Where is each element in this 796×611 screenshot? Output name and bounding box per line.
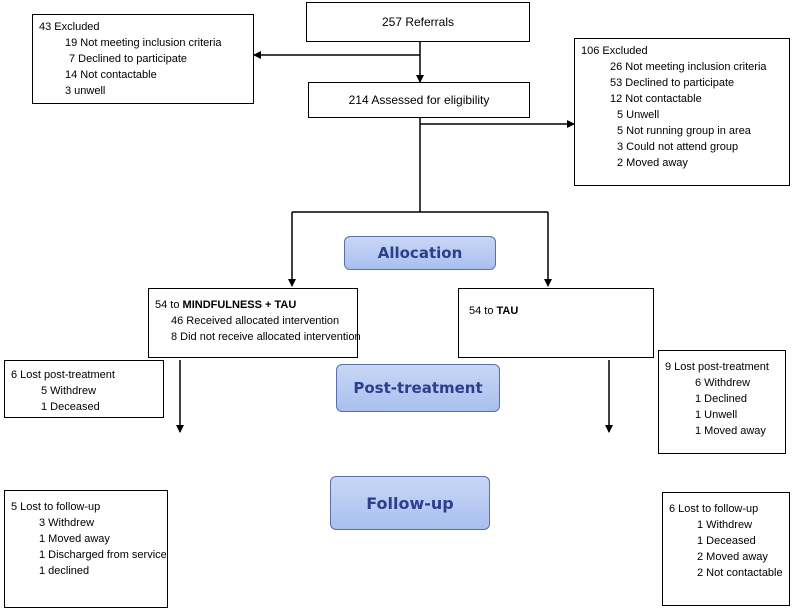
stage-follow-up-label: Follow-up	[366, 493, 454, 513]
assessed-label: 214 Assessed for eligibility	[348, 93, 490, 107]
referrals-label: 257 Referrals	[381, 15, 455, 29]
lost-post-right-box: 9 Lost post-treatment 6 Withdrew 1 Decli…	[658, 350, 786, 454]
lost-fu-left-item: 3 Withdrew	[39, 517, 95, 529]
lost-post-right-item: 6 Withdrew	[695, 377, 751, 389]
excluded-right-item: 12 Not contactable	[610, 93, 702, 105]
arm-mindfulness-prefix: 54 to	[155, 299, 183, 311]
excluded-left-box: 43 Excluded 19 Not meeting inclusion cri…	[32, 14, 254, 104]
excluded-right-item: 2 Moved away	[617, 157, 688, 169]
referrals-box: 257 Referrals	[306, 2, 530, 42]
lost-fu-right-item: 2 Not contactable	[697, 567, 783, 579]
stage-allocation: Allocation	[344, 236, 496, 270]
excluded-right-item: 3 Could not attend group	[617, 141, 739, 153]
lost-post-right-item: 1 Unwell	[695, 409, 738, 421]
lost-fu-left-item: 1 declined	[39, 565, 90, 577]
arm-tau-box: 54 to TAU	[458, 288, 654, 358]
arm-mindfulness-title: 54 to MINDFULNESS + TAU	[155, 297, 351, 313]
lost-fu-right-item: 1 Deceased	[697, 535, 756, 547]
arm-mindfulness-box: 54 to MINDFULNESS + TAU 46 Received allo…	[148, 288, 361, 358]
lost-fu-right-title: 6 Lost to follow-up	[669, 503, 759, 515]
excluded-left-item: 7 Declined to participate	[69, 53, 188, 65]
lost-post-right-item: 1 Declined	[695, 393, 747, 405]
lost-fu-left-item: 1 Moved away	[39, 533, 110, 545]
stage-post-treatment-label: Post-treatment	[353, 379, 483, 397]
lost-fu-right-box: 6 Lost to follow-up 1 Withdrew 1 Decease…	[662, 492, 790, 606]
excluded-left-item: 14 Not contactable	[65, 69, 157, 81]
lost-fu-right-item: 1 Withdrew	[697, 519, 753, 531]
arm-mindfulness-item: 46 Received allocated intervention	[171, 315, 340, 327]
stage-allocation-label: Allocation	[377, 244, 463, 262]
lost-fu-left-title: 5 Lost to follow-up	[11, 501, 101, 513]
excluded-right-item: 5 Unwell	[617, 109, 660, 121]
assessed-box: 214 Assessed for eligibility	[308, 82, 530, 118]
excluded-left-item: 19 Not meeting inclusion criteria	[65, 37, 222, 49]
excluded-right-box: 106 Excluded 26 Not meeting inclusion cr…	[574, 38, 790, 186]
excluded-left-item: 3 unwell	[65, 85, 106, 97]
arm-mindfulness-name: MINDFULNESS + TAU	[182, 299, 297, 311]
lost-fu-left-box: 5 Lost to follow-up 3 Withdrew 1 Moved a…	[4, 490, 168, 608]
arm-tau-title: 54 to TAU	[469, 303, 647, 319]
lost-fu-left-item: 1 Discharged from service	[39, 549, 167, 561]
stage-follow-up: Follow-up	[330, 476, 490, 530]
lost-fu-right-item: 2 Moved away	[697, 551, 768, 563]
excluded-right-item: 53 Declined to participate	[610, 77, 735, 89]
stage-post-treatment: Post-treatment	[336, 364, 500, 412]
excluded-left-title: 43 Excluded	[39, 21, 100, 33]
lost-post-right-title: 9 Lost post-treatment	[665, 361, 769, 373]
lost-post-left-item: 1 Deceased	[41, 401, 100, 413]
lost-post-right-item: 1 Moved away	[695, 425, 766, 437]
excluded-right-item: 5 Not running group in area	[617, 125, 751, 137]
lost-post-left-title: 6 Lost post-treatment	[11, 369, 115, 381]
lost-post-left-item: 5 Withdrew	[41, 385, 97, 397]
excluded-right-title: 106 Excluded	[581, 45, 648, 57]
excluded-right-item: 26 Not meeting inclusion criteria	[610, 61, 767, 73]
arm-tau-prefix: 54 to	[469, 305, 497, 317]
arm-tau-name: TAU	[496, 305, 519, 317]
lost-post-left-box: 6 Lost post-treatment 5 Withdrew 1 Decea…	[4, 360, 164, 418]
arm-mindfulness-item: 8 Did not receive allocated intervention	[171, 331, 361, 343]
